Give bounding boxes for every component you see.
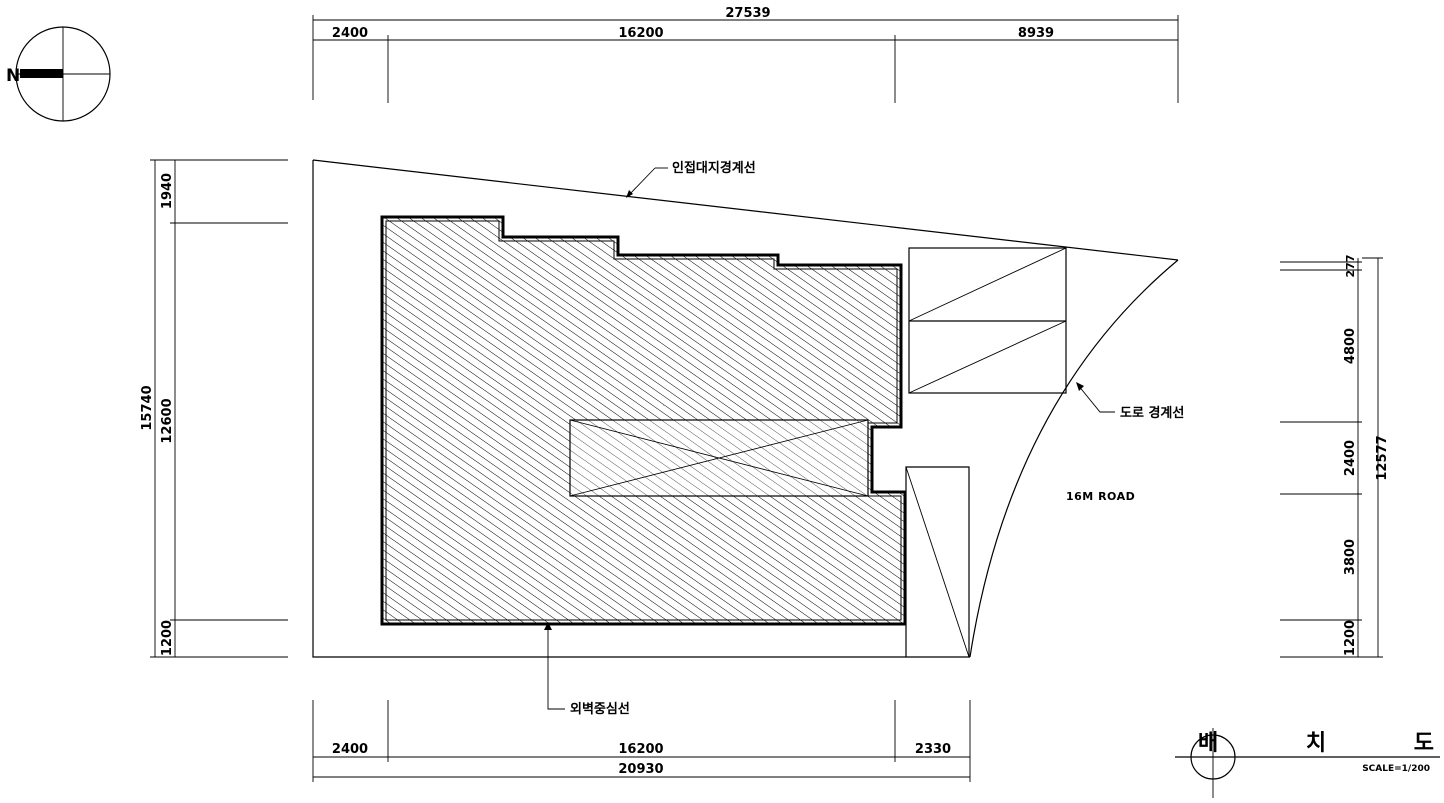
parking-box-lower — [905, 466, 970, 658]
right-dimensions: 277 4800 2400 3800 1200 12577 — [1280, 255, 1390, 658]
dim-top-2: 16200 — [618, 26, 663, 41]
dim-bottom-1: 2400 — [332, 742, 368, 757]
note-wall-center: 외벽중심선 — [544, 622, 630, 717]
dim-right-2: 4800 — [1343, 328, 1358, 364]
dim-bottom-3: 2330 — [915, 742, 951, 757]
dim-right-total: 12577 — [1375, 435, 1390, 480]
inner-void — [569, 419, 869, 497]
road-boundary-curve — [969, 259, 1179, 658]
dim-left-1: 1940 — [160, 173, 175, 209]
drawing-title: 배 치 도 — [1198, 731, 1444, 756]
dim-top-total: 27539 — [725, 6, 770, 21]
adjacent-boundary-line — [312, 159, 1179, 261]
dim-right-5: 1200 — [1343, 620, 1358, 656]
dim-bottom-2: 16200 — [618, 742, 663, 757]
north-arrow: N — [6, 26, 111, 122]
dim-bottom-total: 20930 — [618, 762, 663, 777]
note-adjacent-boundary: 인접대지경계선 — [626, 160, 756, 198]
road-label: 16M ROAD — [1066, 490, 1135, 503]
dim-top-3: 8939 — [1018, 26, 1054, 41]
parking-box-upper — [908, 247, 1067, 394]
dim-right-4: 3800 — [1343, 539, 1358, 575]
drawing-scale: SCALE=1/200 — [1362, 764, 1430, 774]
dim-top-1: 2400 — [332, 26, 368, 41]
top-dimensions: 27539 2400 16200 8939 — [312, 6, 1179, 103]
bottom-dimensions: 2400 16200 2330 20930 — [312, 700, 971, 782]
dim-right-1: 277 — [1344, 255, 1357, 278]
left-dimensions: 1940 12600 1200 15740 — [140, 159, 288, 658]
road-boundary-label: 도로 경계선 — [1120, 405, 1184, 421]
wall-center-label: 외벽중심선 — [570, 701, 630, 717]
dim-left-total: 15740 — [140, 385, 155, 430]
dim-left-2: 12600 — [160, 398, 175, 443]
title-block: 배 치 도 SCALE=1/200 — [1175, 728, 1444, 798]
note-road-boundary: 도로 경계선 — [1076, 382, 1184, 421]
dim-right-3: 2400 — [1343, 440, 1358, 476]
adjacent-boundary-label: 인접대지경계선 — [672, 160, 756, 176]
site-boundary — [312, 159, 1179, 658]
dim-left-3: 1200 — [160, 620, 175, 656]
north-label: N — [6, 66, 20, 86]
